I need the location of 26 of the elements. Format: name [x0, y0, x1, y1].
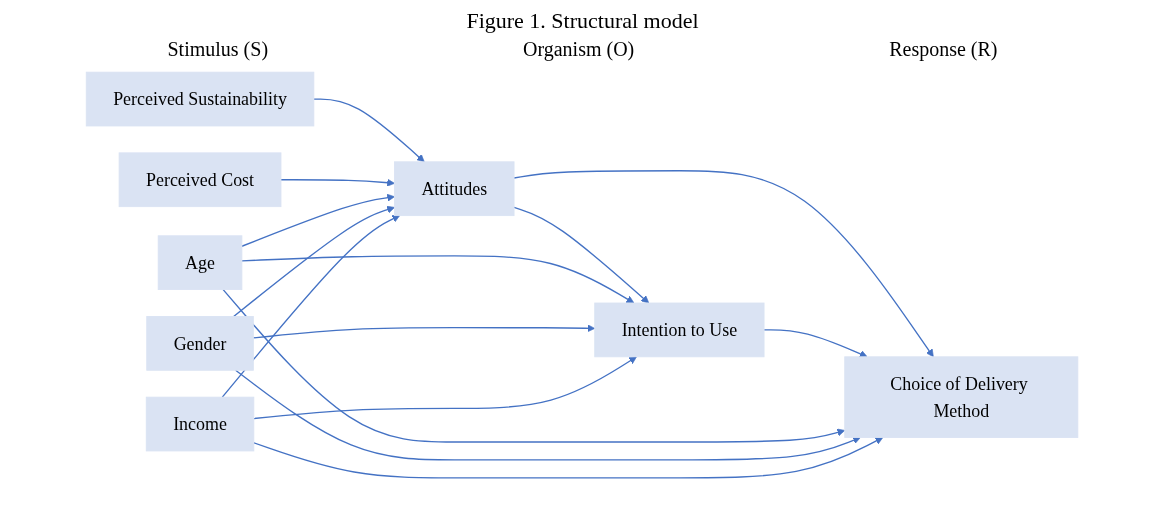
node-box: Attitudes [394, 161, 515, 217]
node-box: Gender [146, 316, 255, 371]
arrow [513, 170, 935, 358]
arrow [235, 369, 862, 461]
node-box: Income [146, 396, 255, 452]
column-heading: Response (R) [889, 38, 998, 61]
node-box: Perceived Sustainability [86, 71, 315, 127]
node-box: Age [158, 235, 243, 290]
arrow [222, 288, 846, 443]
figure-title: Figure 1. Structural model [465, 8, 700, 34]
arrow [241, 255, 635, 304]
arrow [222, 215, 401, 398]
arrow [233, 205, 396, 318]
column-heading: Stimulus (S) [167, 38, 269, 61]
node-box: Intention to Use [594, 302, 765, 358]
node-box: Perceived Cost [119, 152, 282, 208]
arrow [253, 324, 596, 339]
arrow [241, 193, 396, 247]
arrow [253, 437, 884, 479]
arrow [280, 178, 396, 187]
arrow [513, 206, 650, 304]
arrow [313, 98, 426, 163]
arrow [253, 356, 638, 420]
column-heading: Organism (O) [523, 38, 635, 61]
node-box: Choice of Delivery Method [844, 356, 1079, 438]
arrow [763, 329, 868, 358]
